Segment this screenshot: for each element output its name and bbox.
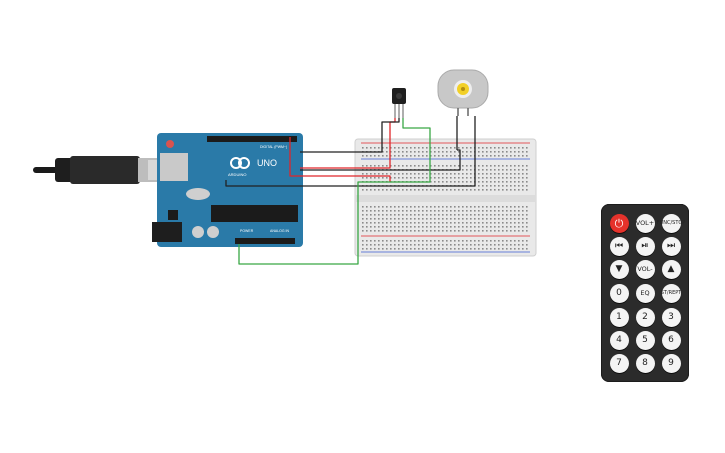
prev-button[interactable]: ⏮ [609,236,629,256]
wire-red-1 [300,118,396,169]
eq-button[interactable]: EQ [635,283,655,303]
vol-up-button[interactable]: VOL+ [635,213,655,233]
analog-header-label: ANALOG IN [270,229,290,233]
dc-motor[interactable] [437,69,489,116]
st-rept-button[interactable]: ST/REPT [661,283,681,303]
digit-7-button[interactable]: 7 [609,353,629,373]
digit-6-button[interactable]: 6 [661,330,681,350]
board-model-label: UNO [257,158,277,168]
next-button[interactable]: ⏭ [661,236,681,256]
wire-black-4 [300,149,461,171]
reset-button[interactable] [166,140,174,148]
play-pause-button[interactable]: ⏯ [635,236,655,256]
wires [225,116,476,265]
board-brand-label: ARDUINO [228,172,246,177]
wire-black-3 [225,116,476,187]
wire-red-2 [289,137,391,182]
digit-8-button[interactable]: 8 [635,353,655,373]
digit-5-button[interactable]: 5 [635,330,655,350]
down-button[interactable]: ▼ [609,259,629,279]
wire-black-1 [300,118,400,153]
digit-4-button[interactable]: 4 [609,330,629,350]
digit-1-button[interactable]: 1 [609,307,629,327]
up-button[interactable]: ▲ [661,259,681,279]
power-button[interactable]: ⏻ [609,213,629,233]
digit-3-button[interactable]: 3 [661,307,681,327]
chip [211,205,298,222]
breadboard[interactable] [354,138,537,257]
digit-0-button[interactable]: 0 [609,283,629,303]
digital-header-label: DIGITAL (PWM~) [260,145,287,149]
power-header-label: POWER [240,229,254,233]
wire-green-1 [382,118,431,183]
digit-2-button[interactable]: 2 [635,307,655,327]
arduino-board[interactable]: UNO ARDUINO DIGITAL (PWM~) POWER ANALOG … [152,133,303,247]
wire-green-2 [238,181,382,265]
digit-9-button[interactable]: 9 [661,353,681,373]
usb-cable[interactable] [33,156,172,184]
func-stop-button[interactable]: FUNC/STOP [657,213,685,233]
vol-down-button[interactable]: VOL- [635,259,655,279]
ir-receiver[interactable] [392,88,406,118]
